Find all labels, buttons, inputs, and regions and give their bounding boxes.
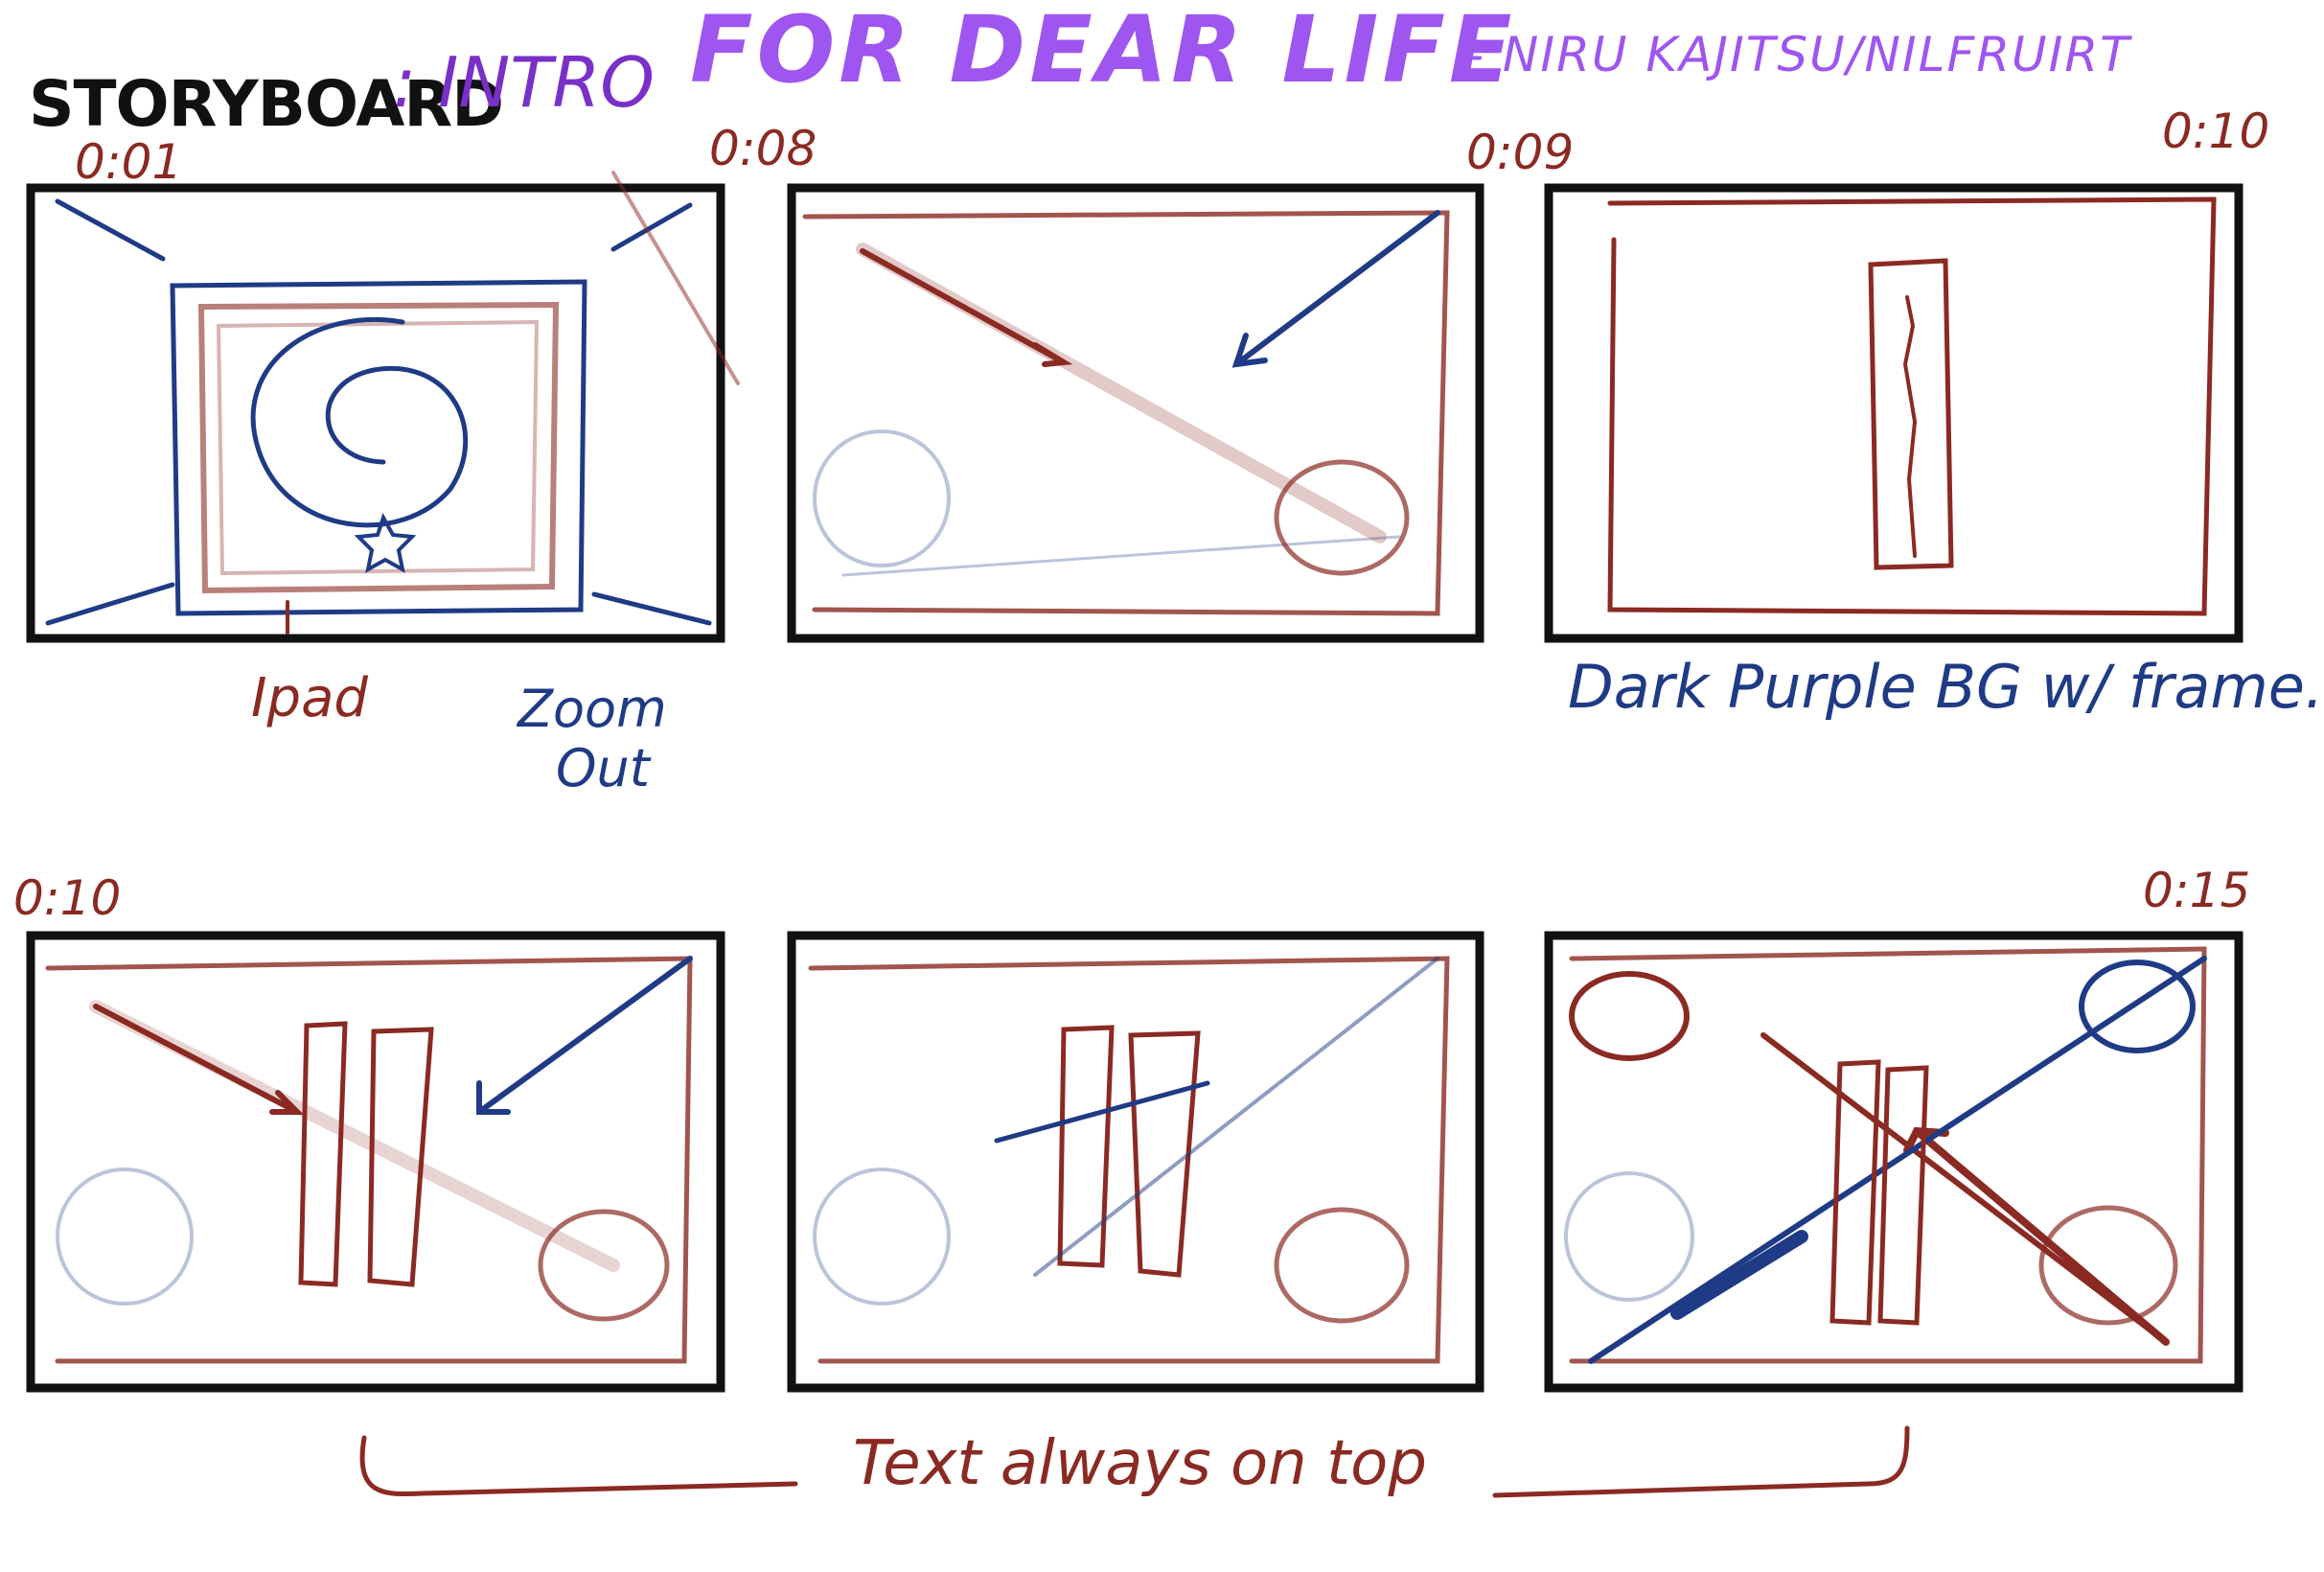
panel-2-frame — [787, 183, 1484, 643]
background-note: Dark Purple BG w/ frame. — [1568, 652, 2324, 722]
title-frame-sketch — [1868, 258, 1954, 570]
panel-6 — [1544, 931, 2243, 1393]
timecode-panel-1: 0:01 — [75, 134, 183, 190]
timecode-panel-4: 0:10 — [13, 870, 122, 926]
ipad-outline — [170, 279, 587, 616]
panel-3 — [1544, 183, 2243, 643]
spiral-sketch — [250, 316, 469, 528]
storyboard-canvas — [26, 171, 2243, 1498]
timecode-panel-2: 0:08 — [709, 121, 817, 176]
star-sketch — [354, 513, 417, 573]
bottom-bracket — [359, 1425, 1910, 1498]
timecode-panel-6: 0:15 — [2143, 863, 2251, 918]
page-title: FOR DEAR LIFE — [690, 0, 1516, 104]
bottom-note: Text always on top — [853, 1428, 1427, 1499]
panel-4-frame — [26, 931, 725, 1393]
timecode-panel-3-end: 0:10 — [2162, 104, 2270, 159]
panel-1 — [26, 171, 740, 643]
ipad-note: Ipad — [251, 667, 368, 729]
panel-5-frame — [787, 931, 1484, 1393]
panel-4 — [26, 931, 725, 1393]
storyboard-header: STORYBOARD — [29, 67, 504, 141]
out-note: Out — [556, 738, 650, 798]
timecode-panel-3: 0:09 — [1466, 125, 1575, 180]
panel-3-frame — [1544, 183, 2243, 643]
scene-label: : INTRO — [393, 42, 655, 123]
blue-arrow — [1231, 210, 1440, 368]
panel-5 — [787, 931, 1484, 1393]
red-arrow — [860, 248, 1073, 367]
zoom-note: Zoom — [518, 679, 667, 739]
author-credit: - NIRU KAJITSU/NILFRUIRT — [1466, 27, 2131, 82]
panel-2 — [787, 183, 1484, 643]
